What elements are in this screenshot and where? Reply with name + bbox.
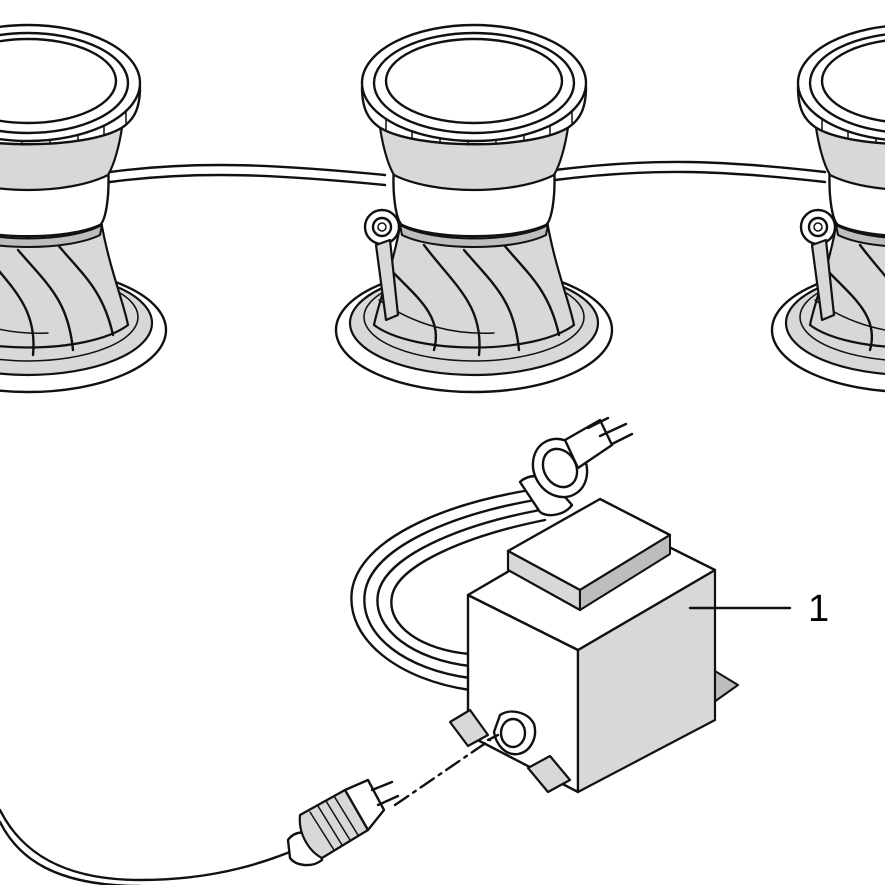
mains-plug — [518, 416, 634, 517]
connection-dashed-line — [393, 738, 492, 807]
transformer — [448, 497, 739, 794]
callout-label-transformer: 1 — [808, 588, 830, 630]
low-voltage-connector — [0, 778, 400, 885]
spotlight-left — [0, 23, 168, 394]
transformer-socket — [486, 710, 537, 756]
spotlight-right — [770, 23, 885, 394]
spotlight-center — [334, 23, 614, 394]
coiled-cable — [350, 488, 547, 692]
